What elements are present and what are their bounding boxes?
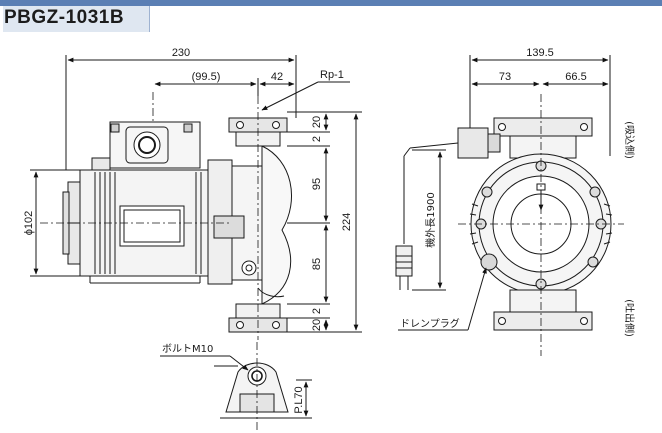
left-bolt-detail bbox=[160, 342, 312, 432]
dim-partial-length: (99.5) bbox=[192, 71, 221, 83]
dim-port-offset: 42 bbox=[271, 71, 283, 83]
right-centerlines bbox=[458, 94, 624, 356]
drain-plug-label: ドレンプラグ bbox=[400, 317, 460, 330]
right-cable-gland bbox=[395, 127, 501, 290]
header-accent-bar bbox=[0, 0, 662, 6]
dim-v-20-bottom: 20 bbox=[311, 319, 323, 331]
left-top-dimensions bbox=[65, 55, 350, 170]
right-drain-plug bbox=[398, 253, 498, 331]
right-view bbox=[395, 55, 624, 356]
right-top-dimensions bbox=[469, 55, 611, 156]
right-top-flange bbox=[493, 117, 593, 159]
dim-overall-width: 139.5 bbox=[526, 47, 554, 59]
dim-v-85: 85 bbox=[311, 258, 323, 270]
dim-v-95: 95 bbox=[311, 178, 323, 190]
left-view-labels: 230 (99.5) 42 Rp-1 ϕ102 20 2 95 85 2 20 … bbox=[23, 47, 353, 414]
left-terminal-box bbox=[91, 121, 201, 171]
left-diameter-dimension bbox=[30, 169, 80, 277]
outlet-side-label: (吐出側) bbox=[623, 299, 636, 337]
pl-label: P.L70 bbox=[293, 386, 305, 413]
dim-v-2-bottom: 2 bbox=[311, 308, 323, 314]
dim-overall-height: 224 bbox=[341, 213, 353, 231]
dim-v-2-top: 2 bbox=[311, 136, 323, 142]
dim-left-width: 73 bbox=[499, 71, 511, 83]
left-centerlines bbox=[40, 92, 259, 340]
dim-motor-diameter: ϕ102 bbox=[23, 211, 35, 236]
model-title: PBGZ-1031B bbox=[4, 7, 125, 28]
left-motor-body bbox=[62, 169, 209, 284]
inlet-side-label: (吸込側) bbox=[623, 121, 636, 159]
dim-right-width: 66.5 bbox=[565, 71, 586, 83]
dim-v-top-20: 20 bbox=[311, 116, 323, 128]
model-title-box bbox=[3, 6, 150, 32]
right-bottom-flange bbox=[493, 289, 593, 331]
bolt-label: ボルトM10 bbox=[162, 343, 213, 355]
right-view-labels: 139.5 73 66.5 機外長1900 ドレンプラグ (吸込側) (吐出側) bbox=[400, 47, 636, 337]
right-cable-dimension bbox=[412, 149, 446, 291]
left-pump-casing bbox=[207, 117, 293, 333]
dim-overall-length: 230 bbox=[172, 47, 190, 59]
cable-length-label: 機外長1900 bbox=[424, 192, 437, 247]
left-vertical-dimensions bbox=[287, 111, 362, 333]
left-view bbox=[30, 55, 362, 432]
port-label: Rp-1 bbox=[320, 69, 344, 81]
